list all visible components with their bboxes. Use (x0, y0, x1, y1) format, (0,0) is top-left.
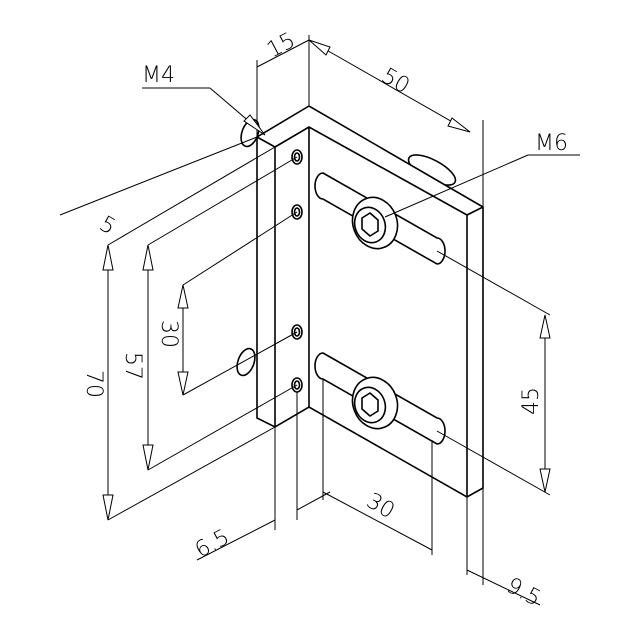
dim-30-vertical: 30 (156, 320, 181, 348)
dim-57: 57 (120, 352, 145, 380)
dim-15: 15 (263, 28, 299, 63)
dim-70: 70 (81, 370, 106, 398)
dim-6-5: 6.5 (191, 525, 234, 564)
slots-and-bolts (314, 172, 446, 445)
m4-holes (291, 149, 303, 393)
dim-45: 45 (519, 387, 544, 415)
m6-label: M6 (535, 131, 568, 156)
dim-50: 50 (377, 64, 414, 100)
dim-30-horizontal: 30 (362, 489, 399, 525)
dim-9-5: 9.5 (502, 573, 545, 612)
m4-label: M4 (142, 63, 175, 88)
dimension-lines (59, 35, 580, 606)
dim-5: 5 (95, 212, 120, 241)
bracket-body (256, 105, 484, 498)
